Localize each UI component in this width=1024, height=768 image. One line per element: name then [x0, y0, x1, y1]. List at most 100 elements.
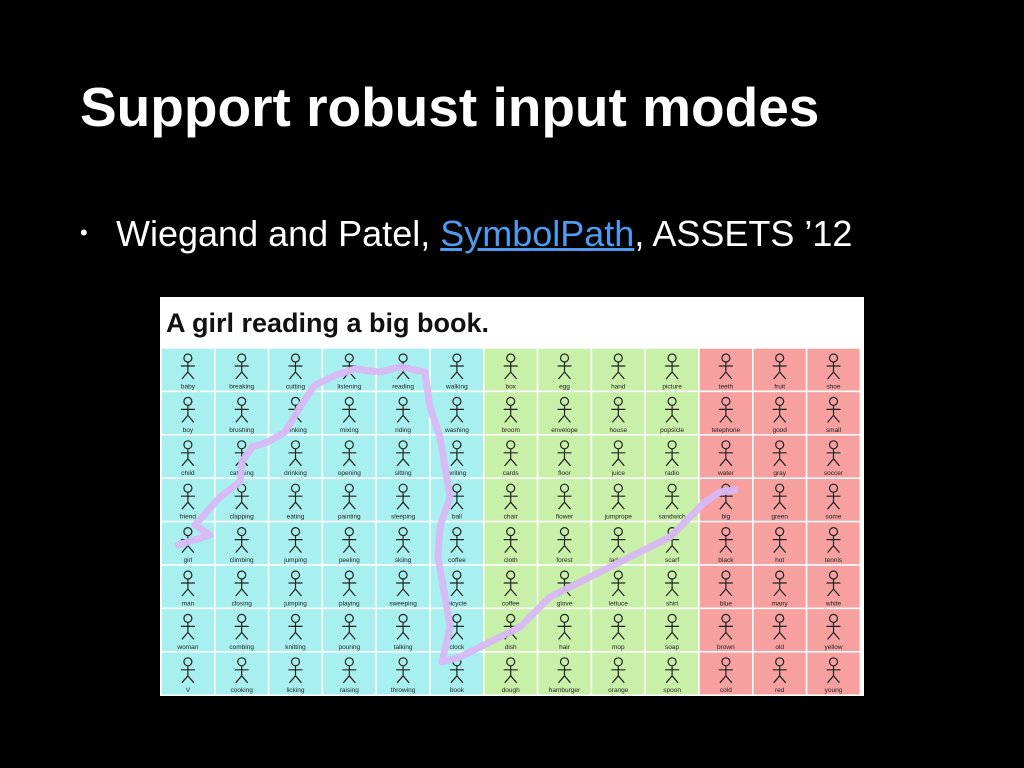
- symbol-cell-young[interactable]: young: [805, 651, 862, 696]
- symbol-cell-child[interactable]: child: [160, 434, 216, 479]
- symbol-cell-ladder[interactable]: ladder: [590, 520, 646, 566]
- symbol-cell-eating[interactable]: eating: [267, 477, 324, 523]
- symbol-cell-water[interactable]: water: [698, 434, 754, 479]
- symbol-cell-climbing[interactable]: climbing: [214, 520, 270, 566]
- symbol-cell-spoon[interactable]: spoon: [644, 651, 700, 696]
- symbol-cell-sweeping[interactable]: sweeping: [375, 564, 431, 610]
- symbol-cell-chair[interactable]: chair: [483, 477, 539, 523]
- symbol-cell-combing[interactable]: combing: [214, 607, 270, 653]
- symbol-label: small: [826, 427, 842, 434]
- symbol-cell-soap[interactable]: soap: [644, 607, 700, 653]
- symbol-label: coffee: [448, 557, 466, 564]
- symbol-cell-brown[interactable]: brown: [698, 607, 754, 653]
- symbol-cell-boy[interactable]: boy: [160, 390, 216, 436]
- symbol-cell-shoe[interactable]: shoe: [805, 347, 862, 393]
- symbol-cell-cooking[interactable]: cooking: [214, 651, 270, 696]
- symbol-cell-riding[interactable]: riding: [375, 390, 431, 436]
- symbol-cell-hot[interactable]: hot: [752, 520, 808, 566]
- symbol-cell-green[interactable]: green: [752, 477, 808, 523]
- symbol-cell-shirt[interactable]: shirt: [644, 564, 700, 610]
- symbol-cell-cards[interactable]: cards: [483, 434, 539, 479]
- symbol-label: radio: [665, 470, 680, 477]
- symbol-cell-brushing[interactable]: brushing: [214, 390, 270, 436]
- symbol-label: climbing: [230, 557, 254, 564]
- symbol-cell-v[interactable]: V: [160, 651, 216, 696]
- pictograph-icon: [234, 657, 249, 684]
- symbol-cell-woman[interactable]: woman: [160, 607, 216, 653]
- symbol-cell-baby[interactable]: baby: [160, 347, 216, 393]
- symbol-cell-breaking[interactable]: breaking: [214, 347, 270, 393]
- symbol-cell-jumprope[interactable]: jumprope: [590, 477, 646, 523]
- symbol-cell-egg[interactable]: egg: [536, 347, 593, 393]
- bullet-dot: •: [80, 220, 88, 245]
- symbol-cell-pouring[interactable]: pouring: [321, 607, 377, 653]
- symbol-cell-tennis[interactable]: tennis: [805, 520, 862, 566]
- symbol-cell-yellow[interactable]: yellow: [805, 607, 862, 653]
- pictograph-icon: [342, 570, 357, 597]
- symbol-cell-coffee[interactable]: coffee: [483, 564, 539, 610]
- symbol-cell-mop[interactable]: mop: [590, 607, 646, 653]
- symbol-cell-hand[interactable]: hand: [590, 347, 646, 393]
- symbol-cell-gray[interactable]: gray: [752, 434, 808, 479]
- symbol-cell-sitting[interactable]: sitting: [375, 434, 431, 479]
- symbol-cell-cloth[interactable]: cloth: [483, 520, 539, 566]
- symbol-cell-hamburger[interactable]: hamburger: [536, 651, 593, 696]
- symbol-cell-small[interactable]: small: [805, 390, 862, 436]
- symbol-cell-hair[interactable]: hair: [536, 607, 593, 653]
- symbol-cell-licking[interactable]: licking: [267, 651, 324, 696]
- symbolpath-link[interactable]: SymbolPath: [440, 213, 635, 254]
- symbol-cell-mixing[interactable]: mixing: [321, 390, 377, 436]
- symbol-cell-black[interactable]: black: [698, 520, 754, 566]
- pictograph-icon: [557, 440, 572, 467]
- symbol-label: good: [772, 427, 787, 434]
- symbol-cell-fruit[interactable]: fruit: [752, 347, 808, 393]
- symbol-cell-telephone[interactable]: telephone: [698, 390, 754, 436]
- symbol-label: woman: [176, 644, 198, 651]
- symbol-cell-opening[interactable]: opening: [321, 434, 377, 479]
- symbol-cell-forest[interactable]: forest: [536, 520, 593, 566]
- symbol-cell-floor[interactable]: floor: [536, 434, 593, 479]
- symbol-cell-closing[interactable]: closing: [214, 564, 270, 610]
- symbol-cell-teeth[interactable]: teeth: [698, 347, 754, 393]
- symbol-cell-jumping[interactable]: jumping: [267, 564, 324, 610]
- symbol-cell-blue[interactable]: blue: [698, 564, 754, 610]
- symbol-cell-dough[interactable]: dough: [483, 651, 539, 696]
- symbol-cell-some[interactable]: some: [805, 477, 862, 523]
- symbol-cell-many[interactable]: many: [752, 564, 808, 610]
- symbol-cell-radio[interactable]: radio: [644, 434, 700, 479]
- symbol-cell-box[interactable]: box: [483, 347, 539, 393]
- symbol-label: gray: [773, 470, 786, 477]
- symbol-cell-ball[interactable]: ball: [429, 477, 485, 523]
- symbol-cell-orange[interactable]: orange: [590, 651, 646, 696]
- symbol-cell-red[interactable]: red: [752, 651, 808, 696]
- symbol-cell-skiing[interactable]: skiing: [375, 520, 431, 566]
- symbol-cell-man[interactable]: man: [160, 564, 216, 610]
- symbol-cell-flower[interactable]: flower: [536, 477, 593, 523]
- symbol-cell-playing[interactable]: playing: [321, 564, 377, 610]
- symbol-cell-jumping[interactable]: jumping: [267, 520, 324, 566]
- symbol-cell-good[interactable]: good: [752, 390, 808, 436]
- symbol-cell-clock[interactable]: clock: [429, 607, 485, 653]
- symbol-cell-throwing[interactable]: throwing: [375, 651, 431, 696]
- symbol-cell-popsicle[interactable]: popsicle: [644, 390, 700, 436]
- symbol-cell-raising[interactable]: raising: [321, 651, 377, 696]
- symbol-cell-drinking[interactable]: drinking: [267, 434, 324, 479]
- symbol-cell-envelope[interactable]: envelope: [536, 390, 593, 436]
- symbol-cell-walking[interactable]: walking: [429, 347, 485, 393]
- symbol-cell-picture[interactable]: picture: [644, 347, 700, 393]
- symbol-cell-old[interactable]: old: [752, 607, 808, 653]
- symbol-cell-sleeping[interactable]: sleeping: [375, 477, 431, 523]
- symbol-cell-soccer[interactable]: soccer: [805, 434, 862, 479]
- symbol-cell-broom[interactable]: broom: [483, 390, 539, 436]
- symbol-cell-drinking[interactable]: drinking: [267, 390, 324, 436]
- symbol-cell-house[interactable]: house: [590, 390, 646, 436]
- symbol-label: skiing: [395, 557, 412, 564]
- symbol-cell-cold[interactable]: cold: [698, 651, 754, 696]
- symbol-cell-juice[interactable]: juice: [590, 434, 646, 479]
- symbol-cell-peeling[interactable]: peeling: [321, 520, 377, 566]
- symbol-cell-knitting[interactable]: knitting: [267, 607, 324, 653]
- symbol-cell-talking[interactable]: talking: [375, 607, 431, 653]
- symbol-cell-painting[interactable]: painting: [321, 477, 377, 523]
- symbol-cell-white[interactable]: white: [805, 564, 862, 610]
- symbol-label: teeth: [719, 383, 734, 390]
